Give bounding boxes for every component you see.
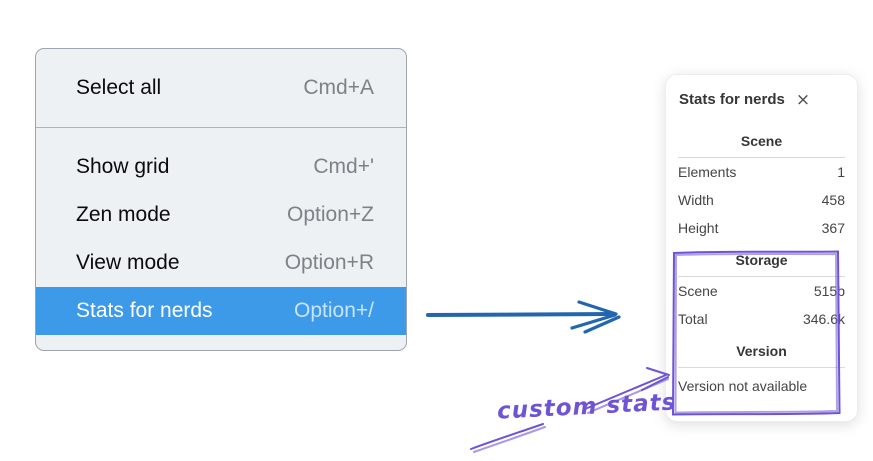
stat-note: Version not available	[678, 378, 808, 394]
menu-item-shortcut: Cmd+A	[303, 76, 374, 99]
stat-row-width: Width 458	[678, 186, 845, 214]
stat-row-total: Total 346.6k	[678, 305, 845, 333]
stat-section-heading: Scene	[740, 133, 783, 149]
stat-section-heading: Storage	[735, 252, 788, 268]
menu-item-shortcut: Option+Z	[287, 203, 374, 226]
menu-item-shortcut: Option+R	[284, 251, 374, 274]
menu-item-view-mode[interactable]: View mode Option+R	[36, 239, 406, 287]
flow-arrow-icon	[426, 300, 621, 334]
stat-row-elements: Elements 1	[678, 158, 845, 186]
stat-row-height: Height 367	[678, 214, 845, 242]
menu-group: Select all Cmd+A	[36, 49, 406, 127]
divider	[678, 367, 845, 368]
stats-panel-header: Stats for nerds ×	[678, 89, 845, 111]
menu-item-label: Stats for nerds	[76, 299, 213, 322]
stat-label: Scene	[678, 283, 718, 299]
stat-row-scene: Scene 515b	[678, 277, 845, 305]
stat-label: Width	[678, 192, 714, 208]
menu-divider	[36, 127, 406, 128]
menu-item-show-grid[interactable]: Show grid Cmd+'	[36, 143, 406, 191]
annotation-label: custom stats	[496, 389, 677, 425]
menu-item-zen-mode[interactable]: Zen mode Option+Z	[36, 191, 406, 239]
menu-item-label: Select all	[76, 76, 162, 99]
close-icon[interactable]: ×	[795, 89, 811, 110]
stat-value: 515b	[813, 283, 845, 299]
stat-label: Total	[678, 311, 708, 327]
menu-item-stats-for-nerds[interactable]: Stats for nerds Option+/	[36, 287, 406, 335]
menu-item-shortcut: Option+/	[294, 299, 374, 322]
stat-label: Height	[678, 220, 719, 236]
stat-value: 458	[821, 192, 845, 208]
divider	[678, 157, 845, 158]
stat-value: 1	[837, 164, 845, 180]
menu-item-label: Zen mode	[76, 203, 171, 226]
menu-item-shortcut: Cmd+'	[313, 155, 374, 178]
stats-panel-title: Stats for nerds	[679, 91, 785, 108]
stat-value: 346.6k	[802, 311, 845, 327]
stat-section-heading: Version	[736, 343, 787, 359]
stat-label: Elements	[678, 164, 737, 180]
stat-value: 367	[821, 220, 845, 236]
menu-item-label: View mode	[76, 251, 180, 274]
menu-item-label: Show grid	[76, 155, 170, 178]
menu-item-select-all[interactable]: Select all Cmd+A	[36, 64, 406, 112]
